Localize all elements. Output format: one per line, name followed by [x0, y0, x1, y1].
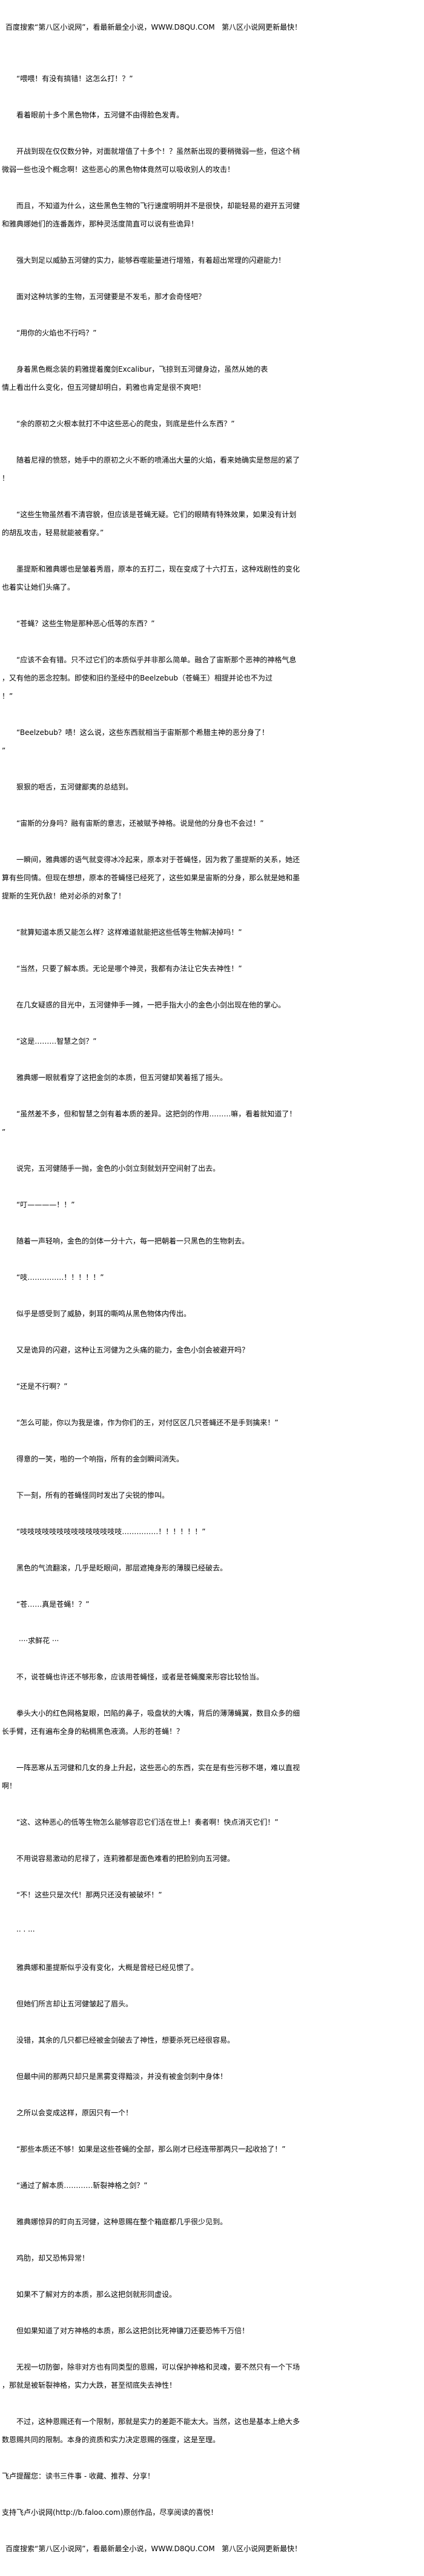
chapter-content: “喂喂！有没有搞错！这怎么打！？” 看着眼前十多个黑色物体，五河健不由得脸色发青。…: [2, 70, 420, 2467]
paragraph: “这些生物虽然看不清容貌，但应该是苍蝇无疑。它们的眼睛有特殊效果，如果没有计划 …: [2, 510, 297, 537]
paragraph: 无视一切防御，除非对方也有同类型的恩赐，可以保护神格和灵魂，要不然只有一个下场 …: [2, 2363, 300, 2390]
paragraph: “通过了解本质…………斩裂神格之剑？”: [16, 2181, 148, 2190]
paragraph: 之所以会变成这样，原因只有一个！: [16, 2109, 133, 2117]
paragraph: “虽然差不多，但和智慧之剑有着本质的差异。这把剑的作用………嘛，看着就知道了！ …: [2, 1110, 297, 1136]
paragraph: 似乎是感受到了威胁，刺耳的嘶鸣从黑色物体内传出。: [16, 1309, 191, 1318]
paragraph: 雅典娜一眼就看穿了这把金剑的本质，但五河健却笑着摇了摇头。: [16, 1073, 228, 1082]
paragraph: “Beelzebub？啧！这么说，这些东西就相当于宙斯那个希腊主神的恶分身了！ …: [2, 728, 269, 755]
paragraph: 随着尼禄的愤怒，她手中的原初之火不断的喷涌出大量的火焰，看来她确实是憋屈的紧了 …: [2, 456, 300, 483]
paragraph: 拳头大小的红色网格复眼，凹陷的鼻子，吸盘状的大嘴，背后的薄薄蝇翼，数目众多的细 …: [2, 1709, 300, 1736]
paragraph: 一阵恶寒从五河健和几女的身上升起，这些恶心的东西，实在是有些污秽不堪，难以直视 …: [2, 1764, 300, 1790]
paragraph: 鸡肋，却又恐怖异常！: [16, 2254, 90, 2262]
paragraph: “喂喂！有没有搞错！这怎么打！？”: [16, 74, 133, 83]
paragraph: 在几女疑惑的目光中，五河健伸手一摊，一把手指大小的金色小剑出现在他的掌心。: [16, 1001, 286, 1009]
paragraph: 强大到足以威胁五河健的实力，能够吞噬能量进行增殖，有着超出常理的闪避能力！: [16, 256, 286, 265]
paragraph: 雅典娜和墨提斯似乎没有变化，大概是曾经已经见惯了。: [16, 1963, 199, 1972]
paragraph: 面对这种坑爹的生物，五河健要是不发毛，那才会奇怪吧？: [16, 292, 206, 301]
paragraph: “苍……真是苍蝇！？”: [16, 1600, 90, 1609]
paragraph: “怎么可能，你以为我是谁，作为你们的王，对付区区几只苍蝇还不是手到擒来！”: [16, 1418, 279, 1427]
paragraph: 不用说容易激动的尼禄了，连莉雅都是面色难看的把脸别向五河健。: [16, 1854, 235, 1863]
paragraph: “这、这种恶心的低等生物怎么能够容忍它们活在世上！奏者啊！快点消灭它们！”: [16, 1818, 279, 1827]
paragraph: 但如果知道了对方神格的本质，那么这把剑比死神镰刀还要恐怖千万倍！: [16, 2327, 250, 2335]
paragraph: 但最中间的那两只却只是黑雾变得黯淡，并没有被金剑刺中身体！: [16, 2072, 228, 2081]
paragraph: “苍蝇？这些生物是那种恶心低等的东西？”: [16, 619, 155, 628]
paragraph: “那些本质还不够！如果是这些苍蝇的全部，那么刚才已经连带那两只一起收拾了！”: [16, 2145, 286, 2153]
paragraph: “还是不行啊？”: [16, 1382, 68, 1391]
paragraph: 随着一声轻响，金色的剑体一分十六，每一把朝着一只黑色的生物刺去。: [16, 1237, 250, 1245]
paragraph: “余的原初之火根本就打不中这些恶心的爬虫，到底是些什么东西？”: [16, 420, 235, 428]
paragraph: 而且，不知道为什么，这些黑色生物的飞行速度明明并不是很快，却能轻易的避开五河健 …: [2, 202, 300, 228]
paragraph: 如果不了解对方的本质，那么这把剑就形同虚设。: [16, 2290, 177, 2299]
paragraph: 下一刻，所有的苍蝇怪同时发出了尖锐的惨叫。: [16, 1491, 170, 1500]
reading-reminder: 飞卢提醒您：读书三件事 - 收藏、推荐、分享！: [2, 2472, 154, 2480]
paragraph: “就算知道本质又能怎么样？这样难道就能把这些低等生物解决掉吗！”: [16, 928, 242, 937]
paragraph: 不过，这种恩赐还有一个限制，那就是实力的差距不能太大。当然，这也是基本上绝大多 …: [2, 2417, 300, 2444]
paragraph: 黑色的气流翻滚，几乎是眨眼间，那层遮掩身形的薄膜已经破去。: [16, 1564, 228, 1572]
paragraph: 又是诡异的闪避，这种让五河健为之头痛的能力，金色小剑会被避开吗？: [16, 1346, 250, 1354]
paragraph: 但她们所言却让五河健皱起了眉头。: [16, 2000, 133, 2008]
paragraph: 雅典娜惊异的盯向五河健，这种恩赐在整个箱庭都几乎很少见到。: [16, 2218, 228, 2226]
paragraph: 墨提斯和雅典娜也是皱着秀眉，原本的五打二，现在变成了十六打五，这种戏剧性的变化 …: [2, 565, 300, 591]
paragraph: 不，说苍蝇也许还不够形象，应该用苍蝇怪，或者是苍蝇魔来形容比较恰当。: [16, 1673, 264, 1681]
paragraph: 得意的一笑，啪的一个响指，所有的金剑瞬间消失。: [16, 1455, 184, 1463]
paragraph: 开战到现在仅仅数分钟，对面就增值了十多个！？虽然新出现的要稍微弱一些，但这个稍 …: [2, 147, 300, 174]
paragraph: “叮————！！”: [16, 1201, 75, 1209]
paragraph: “应该不会有错。只不过它们的本质似乎并非那么简单。融合了宙斯那个恶神的神格气息 …: [2, 656, 297, 700]
footer: 飞卢提醒您：读书三件事 - 收藏、推荐、分享！ 支持飞卢小说网(http://b…: [0, 2467, 424, 2576]
paragraph: 看着眼前十多个黑色物体，五河健不由得脸色发青。: [16, 111, 184, 119]
site-banner-bottom: 百度搜索“第八区小说网”，看最新最全小说，WWW.D8QU.COM 第八区小说网…: [5, 2545, 302, 2553]
paragraph: “当然，只要了解本质。无论是哪个神灵，我都有办法让它失去神性！”: [16, 964, 242, 973]
paragraph: “这是………智慧之剑？”: [16, 1037, 97, 1046]
paragraph: 一瞬间，雅典娜的语气就变得冰冷起来，原本对于苍蝇怪，因为救了墨提斯的关系，她还 …: [2, 855, 300, 900]
paragraph: ·· · ···: [16, 1927, 35, 1935]
site-banner-top: 百度搜索“第八区小说网”，看最新最全小说，WWW.D8QU.COM 第八区小说网…: [5, 23, 302, 31]
paragraph: “不！这些只是次代！那两只还没有被破坏！”: [16, 1891, 162, 1899]
paragraph: 说完，五河健随手一抛，金色的小剑立刻就划开空间射了出去。: [16, 1164, 220, 1173]
paragraph: 身着黑色概念装的莉雅提着魔剑Excalibur，飞掠到五河健身边，虽然从她的表 …: [2, 365, 268, 392]
paragraph: 狠狠的咂舌，五河健鄙夷的总结到。: [16, 783, 133, 791]
paragraph: “用你的火焰也不行吗？”: [16, 329, 97, 337]
paragraph: ····求鲜花 ···: [16, 1636, 59, 1645]
support-notice: 支持飞卢小说网(http://b.faloo.com)原创作品，尽享阅读的喜悦！: [2, 2508, 218, 2517]
paragraph: 没错，其余的几只都已经被金剑破去了神性，想要杀死已经很容易。: [16, 2036, 235, 2044]
paragraph: “宙斯的分身吗？融有宙斯的意志，还被赋予神格。说是他的分身也不会过！”: [16, 819, 264, 828]
paragraph: “吱吱吱吱吱吱吱吱吱吱吱吱吱吱……………！！！！！！”: [16, 1527, 206, 1536]
paragraph: “吱……………！！！！！”: [16, 1273, 104, 1282]
